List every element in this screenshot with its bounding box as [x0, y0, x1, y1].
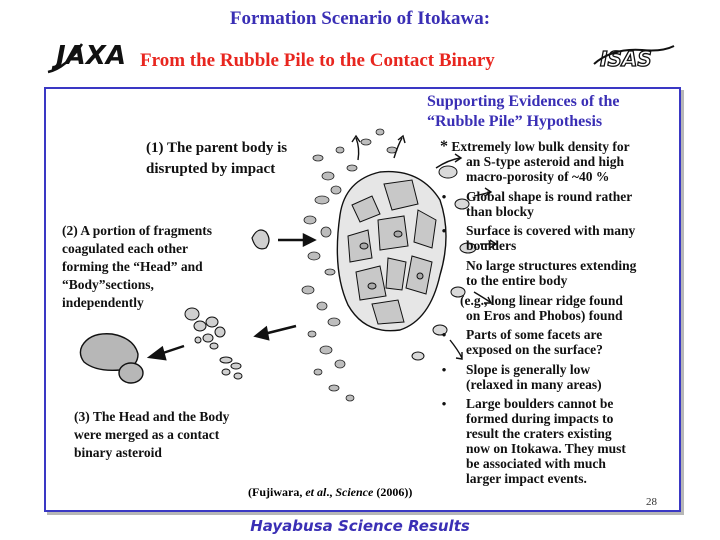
coagulating-fragments [184, 307, 243, 380]
svg-text:JAXA: JAXA [51, 41, 126, 71]
isas-logo: ISAS [592, 44, 676, 77]
evidence-item: (e.g., long linear ridge found on Eros a… [460, 293, 623, 323]
jaxa-logo: JAXA [46, 34, 136, 81]
page-number: 28 [646, 496, 657, 508]
content-panel [44, 87, 681, 512]
slide-title: Formation Scenario of Itokawa: [229, 8, 491, 29]
evidence-item: • Surface is covered with many boulders [441, 223, 636, 253]
caption-step1: (1) The parent body is disrupted by impa… [146, 140, 288, 177]
evidence-item: • Parts of some facets are exposed on th… [441, 327, 603, 357]
evidence-item: • Slope is generally low (relaxed in man… [441, 362, 602, 392]
caption-step2: (2) A portion of fragments coagulated ea… [62, 223, 212, 310]
evidence-item: * Extremely low bulk density for [440, 138, 630, 155]
head-fragment [251, 229, 270, 250]
evidence-item: No large structures extending to the ent… [466, 258, 637, 288]
evidence-item: • Global shape is round rather than bloc… [441, 189, 633, 219]
arrow-to-fragments [253, 324, 297, 341]
evidence-heading: Supporting Evidences of the “Rubble Pile… [427, 93, 620, 130]
citation: (Fujiwara, et al., Science (2006)) [248, 485, 413, 499]
contact-binary [79, 333, 144, 384]
svg-text:ISAS: ISAS [600, 47, 652, 71]
outward-fragments [411, 165, 477, 361]
footer-title: Hayabusa Science Results [250, 517, 470, 535]
expansion-arrows [351, 134, 498, 360]
arrow-to-fragment [278, 232, 317, 248]
caption-step3: (3) The Head and the Body were merged as… [74, 409, 230, 460]
evidence-item-text: an S-type asteroid and high macro-porosi… [466, 154, 625, 184]
ejecta-debris [301, 128, 398, 402]
slide-subtitle: From the Rubble Pile to the Contact Bina… [140, 50, 495, 71]
arrow-to-binary [146, 344, 185, 361]
evidence-item: • Large boulders cannot be formed during… [441, 396, 626, 486]
rubble-pile-body [336, 170, 447, 332]
